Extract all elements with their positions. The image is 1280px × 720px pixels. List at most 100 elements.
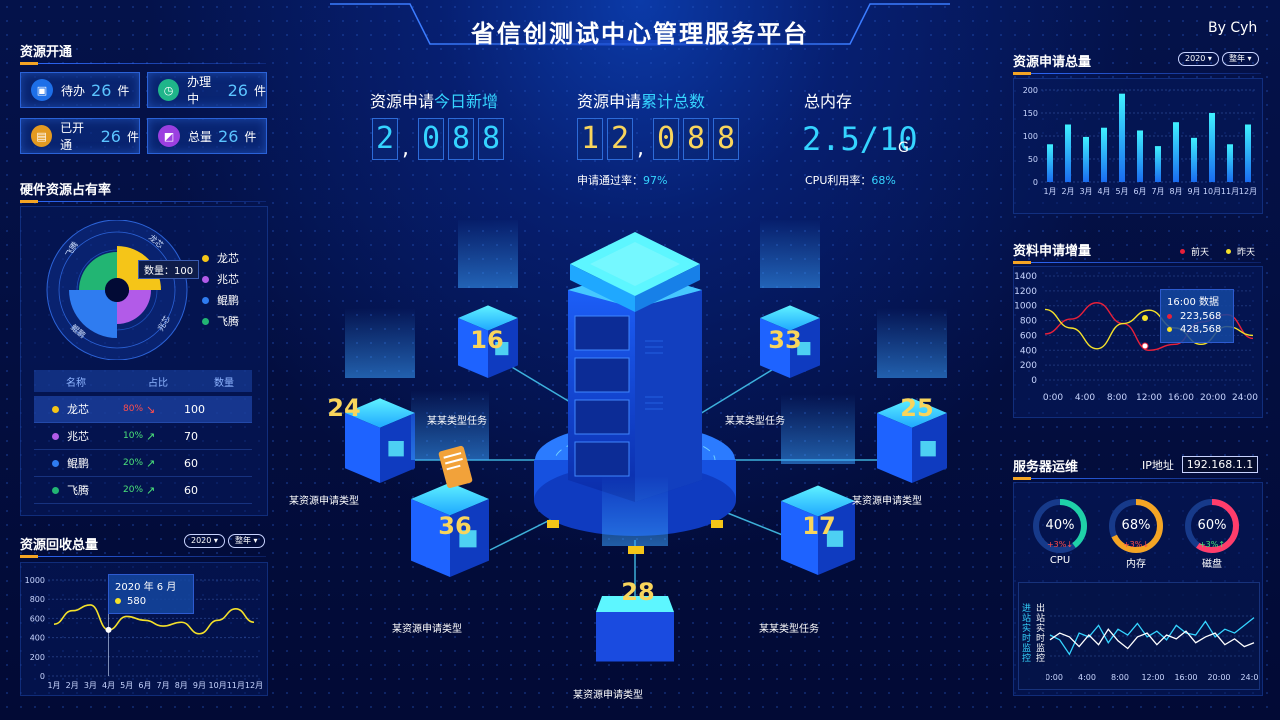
x-tick: 4:00 — [1075, 393, 1095, 403]
x-tick: 4:00 — [1078, 673, 1096, 682]
y-tick: 50 — [1028, 155, 1038, 164]
y-tick: 100 — [1023, 132, 1038, 141]
recycle-tooltip: 2020 年 6 月 580 — [108, 574, 194, 614]
x-tick: 12月 — [245, 681, 263, 690]
bar[interactable] — [1191, 137, 1197, 182]
legend-dot — [202, 317, 209, 325]
node-cube[interactable] — [877, 308, 947, 483]
row-trend-icon: ↗ — [146, 429, 156, 443]
bar[interactable] — [1245, 124, 1251, 183]
tooltip-value: 580 — [127, 596, 147, 607]
header-bar — [330, 3, 950, 46]
node-count: 17 — [802, 512, 836, 540]
bar[interactable] — [1065, 124, 1071, 183]
x-tick: 20:00 — [1207, 673, 1230, 682]
apply-year-select[interactable]: 2020 ▾ — [1178, 52, 1219, 66]
card-label: 总量 — [188, 129, 213, 144]
legend-label: 鲲鹏 — [217, 294, 239, 307]
ip-label: IP地址 — [1142, 459, 1174, 472]
digit-separator: , — [637, 136, 644, 161]
x-tick: 12:00 — [1136, 393, 1162, 403]
node-cube[interactable] — [458, 220, 518, 378]
row-dot — [52, 405, 59, 413]
select-value: 整年 — [235, 536, 251, 545]
data-point[interactable] — [1141, 342, 1149, 350]
clock-icon: ◷ — [158, 79, 180, 101]
bar[interactable] — [1119, 93, 1125, 182]
legend-label: 飞腾 — [217, 315, 239, 328]
title-underline — [1013, 477, 1261, 480]
y-tick: 200 — [1020, 361, 1037, 371]
node-cube[interactable] — [781, 394, 855, 575]
legend-label: 昨天 — [1237, 248, 1256, 258]
card-label: 待办 — [61, 83, 86, 98]
node-cube[interactable] — [345, 308, 415, 483]
bar[interactable] — [1047, 144, 1053, 182]
bar[interactable] — [1155, 146, 1161, 182]
gauge-value: 60% — [1197, 518, 1227, 533]
bar[interactable] — [1173, 122, 1179, 182]
node-count: 24 — [327, 394, 361, 422]
card-value: 26 — [218, 126, 239, 146]
legend-dot — [202, 296, 209, 304]
rose-slice[interactable] — [69, 290, 117, 338]
briefcase-icon: ▣ — [31, 79, 53, 101]
node-count: 16 — [470, 326, 504, 354]
ip-field[interactable]: 192.168.1.1 — [1182, 456, 1258, 473]
node-cube[interactable] — [760, 220, 820, 378]
x-tick: 8:00 — [1111, 673, 1129, 682]
x-tick: 8月 — [1169, 187, 1182, 196]
rose-slice[interactable] — [79, 252, 117, 290]
title-underline — [20, 200, 266, 203]
bar[interactable] — [1227, 144, 1233, 182]
select-value: 整年 — [1229, 54, 1245, 63]
legend-label: 龙芯 — [217, 252, 239, 265]
node-count: 33 — [768, 326, 802, 354]
tooltip-value: 428,568 — [1180, 324, 1222, 335]
recycle-title: 资源回收总量 — [20, 538, 99, 553]
delta-arrow-icon: ↓ — [1066, 540, 1074, 549]
card-value: 26 — [227, 80, 248, 100]
node-cube[interactable] — [596, 476, 674, 662]
x-tick: 3月 — [1079, 187, 1092, 196]
monitor-out-label: 出站实时监控 — [1036, 604, 1046, 664]
y-tick: 1200 — [1014, 287, 1037, 297]
hardware-table-header: 名称 占比 数量 — [34, 370, 252, 392]
node-cube[interactable] — [411, 390, 489, 577]
y-tick: 150 — [1023, 109, 1038, 118]
legend-label: 前天 — [1191, 248, 1210, 258]
y-tick: 200 — [1023, 86, 1038, 95]
rose-slice[interactable] — [117, 290, 151, 324]
y-tick: 400 — [1020, 346, 1037, 356]
gauge-value: 68% — [1121, 518, 1151, 533]
y-tick: 1000 — [25, 576, 45, 585]
x-tick: 16:00 — [1174, 673, 1197, 682]
recycle-year-select[interactable]: 2020 ▾ — [184, 534, 225, 548]
legend-item: 鲲鹏 — [202, 292, 239, 308]
data-point[interactable] — [1142, 315, 1148, 321]
hardware-rose-chart[interactable] — [40, 220, 200, 360]
document-icon: ▤ — [31, 125, 53, 147]
bar[interactable] — [1137, 130, 1143, 182]
bar[interactable] — [1083, 136, 1089, 182]
bar[interactable] — [1101, 127, 1107, 182]
tooltip-value: 223,568 — [1180, 311, 1222, 322]
node-count: 36 — [438, 512, 472, 540]
bar[interactable] — [1209, 113, 1215, 182]
recycle-range-select[interactable]: 整年 ▾ — [228, 534, 265, 548]
tooltip-dot — [115, 598, 121, 604]
x-tick: 4月 — [1097, 187, 1110, 196]
apply-range-select[interactable]: 整年 ▾ — [1222, 52, 1259, 66]
data-point[interactable] — [105, 626, 112, 633]
